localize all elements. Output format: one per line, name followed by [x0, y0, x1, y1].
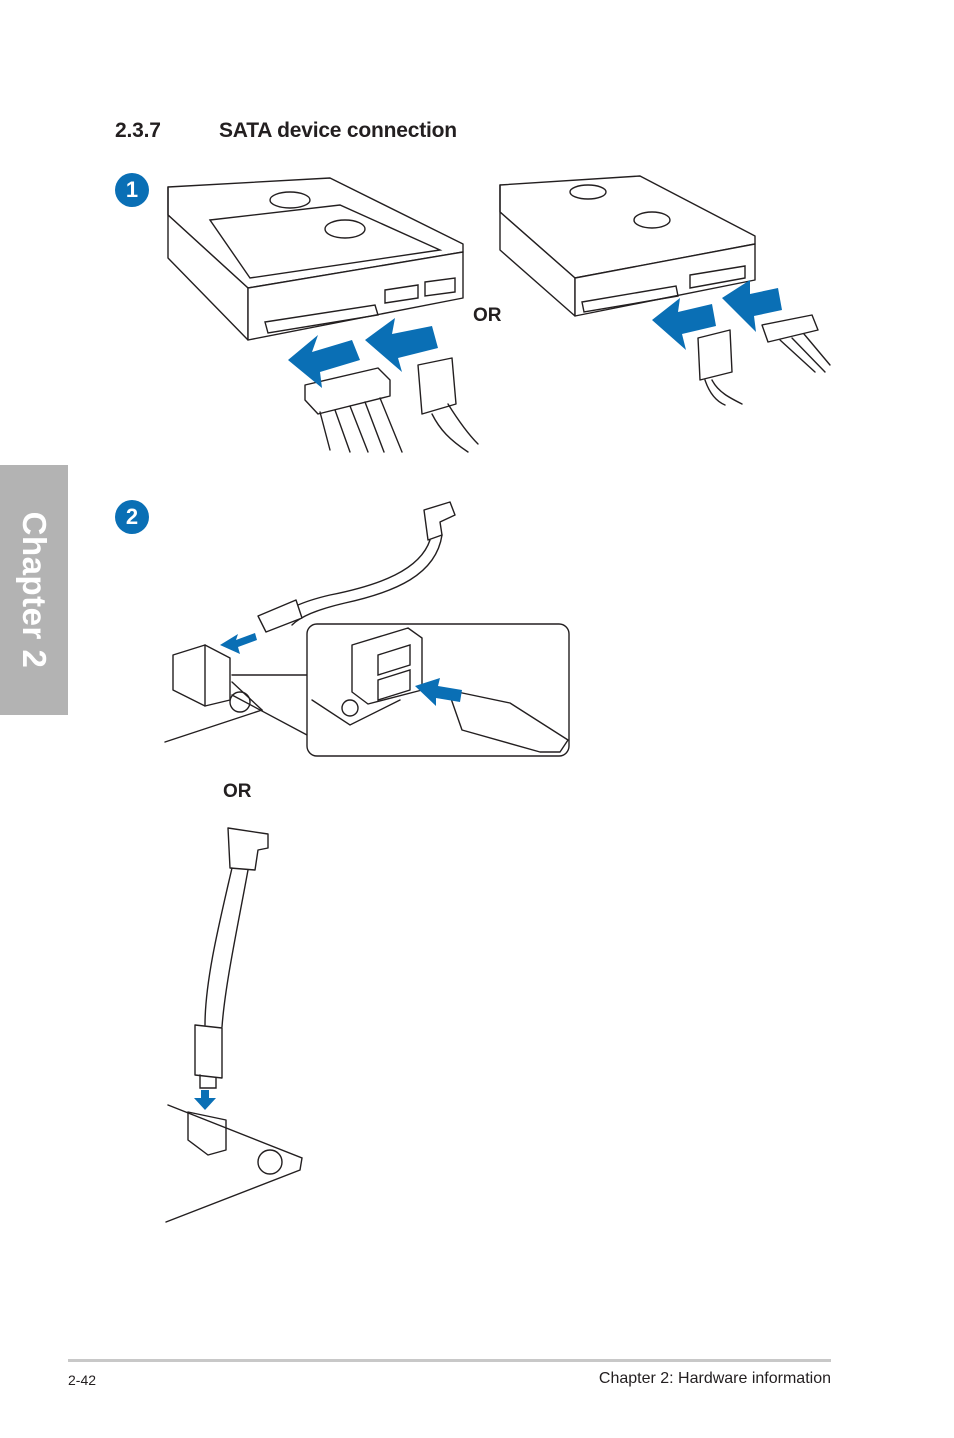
or-label-top: OR [473, 305, 502, 326]
section-heading: 2.3.7 SATA device connection [115, 119, 457, 143]
step-2-badge: 2 [115, 500, 149, 534]
footer-rule [68, 1359, 831, 1362]
chapter-side-tab: Chapter 2 [0, 465, 68, 715]
step-1-badge: 1 [115, 173, 149, 207]
or-label-bottom: OR [223, 781, 252, 802]
footer-page-number: 2-42 [68, 1372, 97, 1388]
section-number: 2.3.7 [115, 119, 161, 142]
section-title: SATA device connection [219, 119, 457, 142]
footer-chapter-title: Chapter 2: Hardware information [598, 1370, 831, 1387]
